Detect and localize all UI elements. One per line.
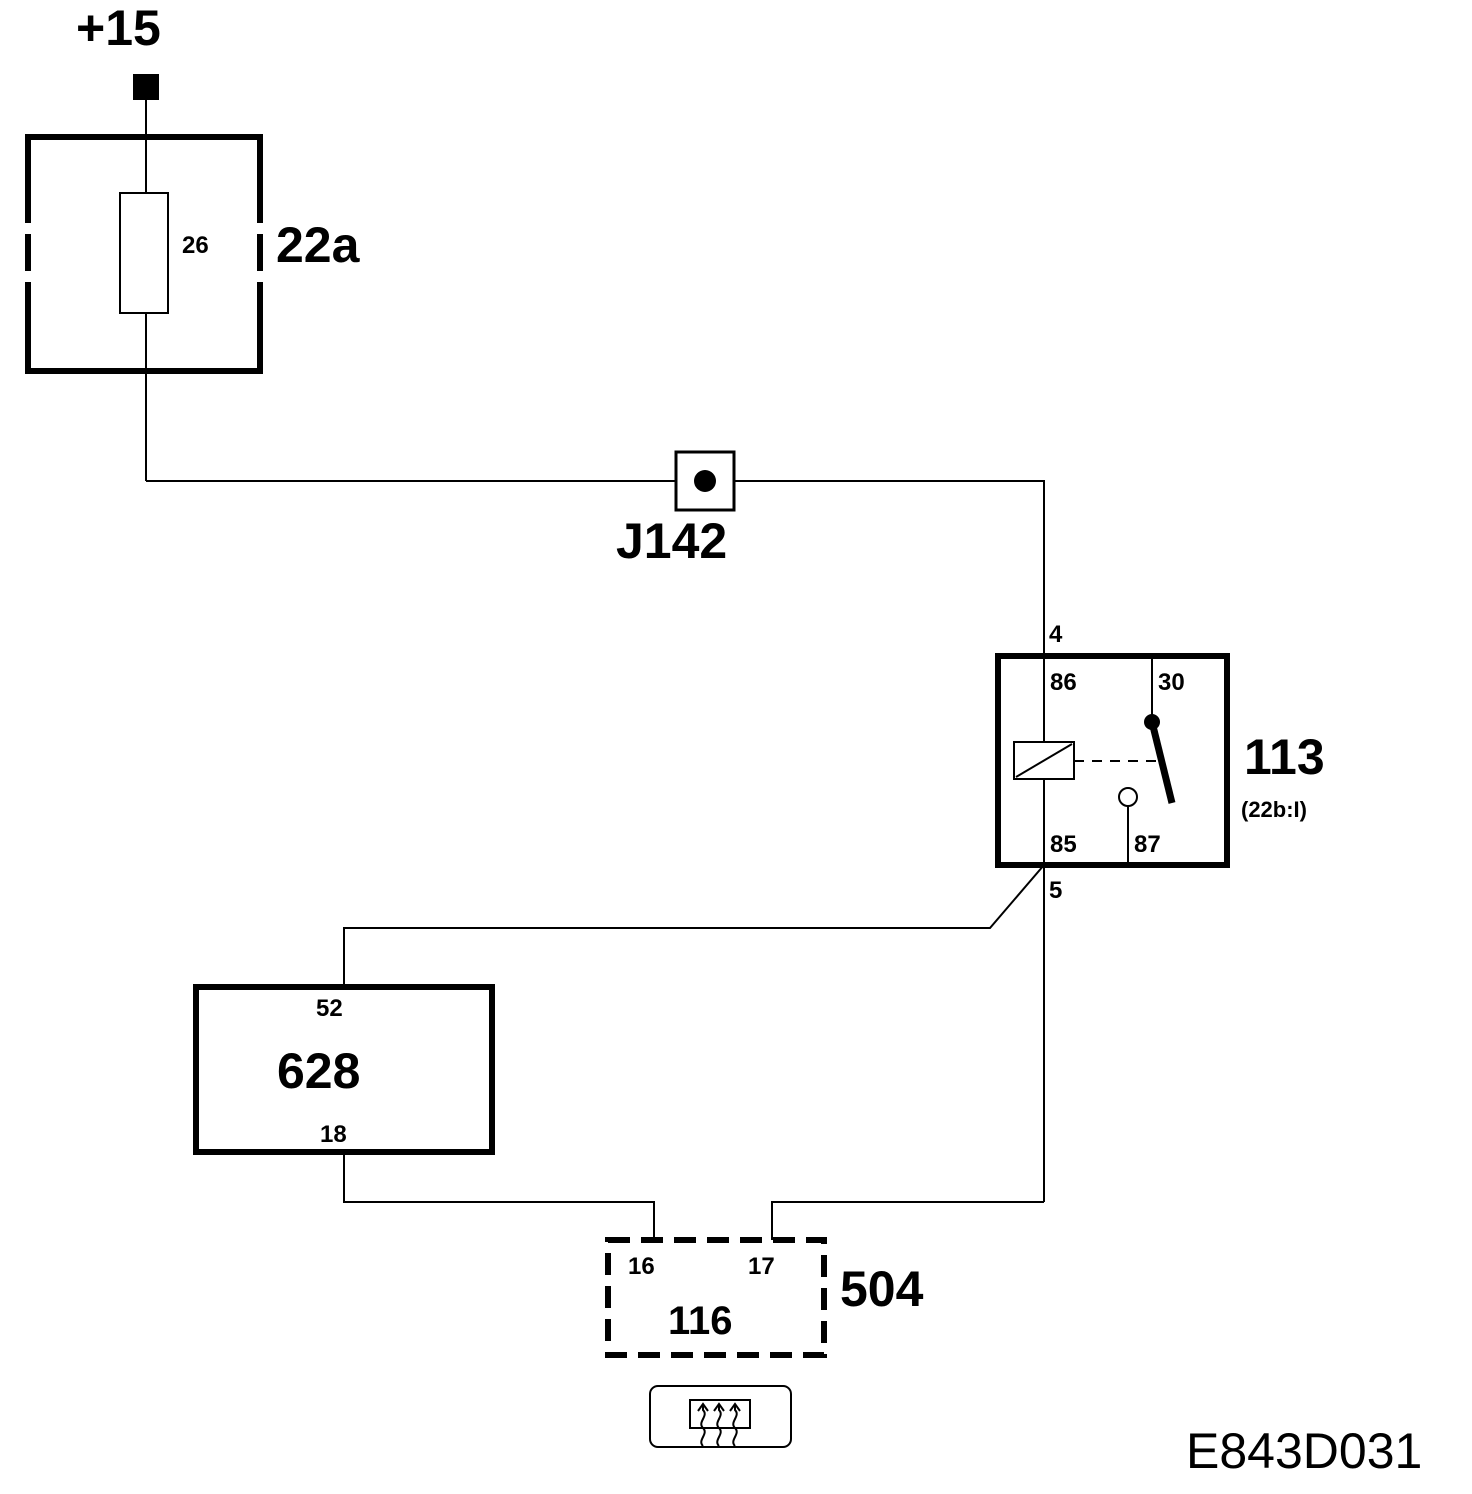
connector-pin-left: 16 — [628, 1253, 655, 1280]
fuse-box-label: 22a — [276, 217, 361, 273]
fuse-box-22a — [25, 134, 263, 374]
connector-504-label: 504 — [840, 1261, 924, 1317]
relay-location: (22b:I) — [1241, 797, 1307, 822]
connector-504-box — [605, 1237, 827, 1358]
component-116-label: 116 — [668, 1299, 733, 1343]
module-pin-top: 52 — [316, 995, 343, 1022]
junction-label: J142 — [616, 513, 727, 569]
module-pin-bottom: 18 — [320, 1121, 347, 1148]
relay-connector-pin-bottom: 5 — [1049, 877, 1062, 904]
fuse-symbol — [119, 192, 169, 314]
module-628 — [193, 984, 495, 1155]
module-label: 628 — [277, 1043, 360, 1099]
relay-internals — [1013, 656, 1160, 865]
relay-terminal-30: 30 — [1158, 669, 1185, 696]
relay-switch-arm — [1148, 721, 1176, 804]
supply-label: +15 — [76, 0, 161, 56]
relay-terminal-87: 87 — [1134, 831, 1161, 858]
junction-dot — [694, 470, 716, 492]
relay-label: 113 — [1244, 729, 1325, 785]
relay-terminal-85: 85 — [1050, 831, 1077, 858]
rear-defrost-icon — [649, 1385, 792, 1448]
connector-pin-right: 17 — [748, 1253, 775, 1280]
supply-terminal — [133, 74, 159, 100]
diagram-code: E843D031 — [1186, 1423, 1422, 1479]
fuse-number: 26 — [182, 232, 209, 259]
relay-contact-87 — [1118, 787, 1138, 807]
relay-connector-pin-top: 4 — [1049, 621, 1063, 648]
wires — [145, 100, 1045, 1240]
relay-terminal-86: 86 — [1050, 669, 1077, 696]
